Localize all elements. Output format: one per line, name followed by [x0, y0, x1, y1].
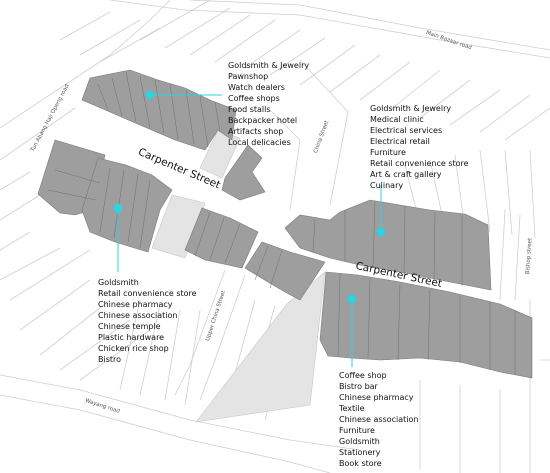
open-spaces [151, 129, 326, 423]
callout-item: Medical clinic [370, 115, 424, 124]
callout-item: Art & craft gallery [370, 170, 442, 179]
callout-item: Plastic hardware [98, 333, 165, 342]
callout-item: Coffee shops [228, 94, 280, 103]
callout-item: Goldsmith & Jewelry [370, 104, 452, 113]
marker-north-east [376, 227, 386, 237]
lot-divisions [47, 71, 516, 375]
marker-south-west [113, 203, 123, 213]
block-north [81, 69, 237, 151]
open-space-lane-west [151, 194, 206, 259]
callout-leaders [113, 90, 386, 367]
buildings [37, 69, 533, 379]
marker-north-west [145, 90, 155, 100]
callout-item: Backpacker hotel [228, 116, 298, 125]
callout-item: Retail convenience store [370, 159, 469, 168]
callout-item: Stationery [339, 448, 381, 457]
block-center [184, 207, 259, 269]
callout-item: Chinese pharmacy [98, 300, 173, 309]
callout-item: Chinese association [339, 415, 419, 424]
callout-item: Furniture [370, 148, 406, 157]
callout-item: Watch dealers [228, 83, 285, 92]
block-center-south [244, 241, 326, 301]
callout-item: Culinary [370, 181, 404, 190]
callout-list-north-east: Goldsmith & Jewelry Medical clinic Elect… [370, 103, 469, 191]
callout-item: Pawnshop [228, 72, 269, 81]
callout-item: Goldsmith & Jewelry [228, 61, 310, 70]
block-south-east [319, 271, 533, 379]
block-north-small [221, 144, 266, 201]
callout-item: Artifacts shop [228, 127, 284, 136]
callout-item: Chinese association [98, 311, 178, 320]
open-space-south [195, 271, 326, 423]
callout-list-south-west: Goldsmith Retail convenience store Chine… [98, 277, 197, 365]
callout-list-south-east: Coffee shop Bistro bar Chinese pharmacy … [339, 370, 418, 469]
callout-item: Goldsmith [98, 278, 139, 287]
callout-item: Bistro [98, 355, 122, 364]
callout-item: Chicken rice shop [98, 344, 169, 353]
open-space-lane-north [199, 129, 241, 179]
marker-south-east [347, 294, 357, 304]
callout-item: Food stalls [228, 105, 271, 114]
callout-item: Goldsmith [339, 437, 380, 446]
callout-item: Electrical retail [370, 137, 430, 146]
callout-item: Textile [339, 404, 365, 413]
callout-item: Chinese pharmacy [339, 393, 414, 402]
callout-item: Book store [339, 459, 382, 468]
callout-item: Bistro bar [339, 382, 378, 391]
callout-item: Retail convenience store [98, 289, 197, 298]
callout-item: Chinese temple [98, 322, 161, 331]
callout-list-north-west: Goldsmith & Jewelry Pawnshop Watch deale… [228, 60, 309, 148]
callout-item: Furniture [339, 426, 375, 435]
block-west-main [81, 157, 173, 253]
callout-item: Local delicacies [228, 138, 291, 147]
callout-item: Coffee shop [339, 371, 387, 380]
callout-item: Electrical services [370, 126, 443, 135]
